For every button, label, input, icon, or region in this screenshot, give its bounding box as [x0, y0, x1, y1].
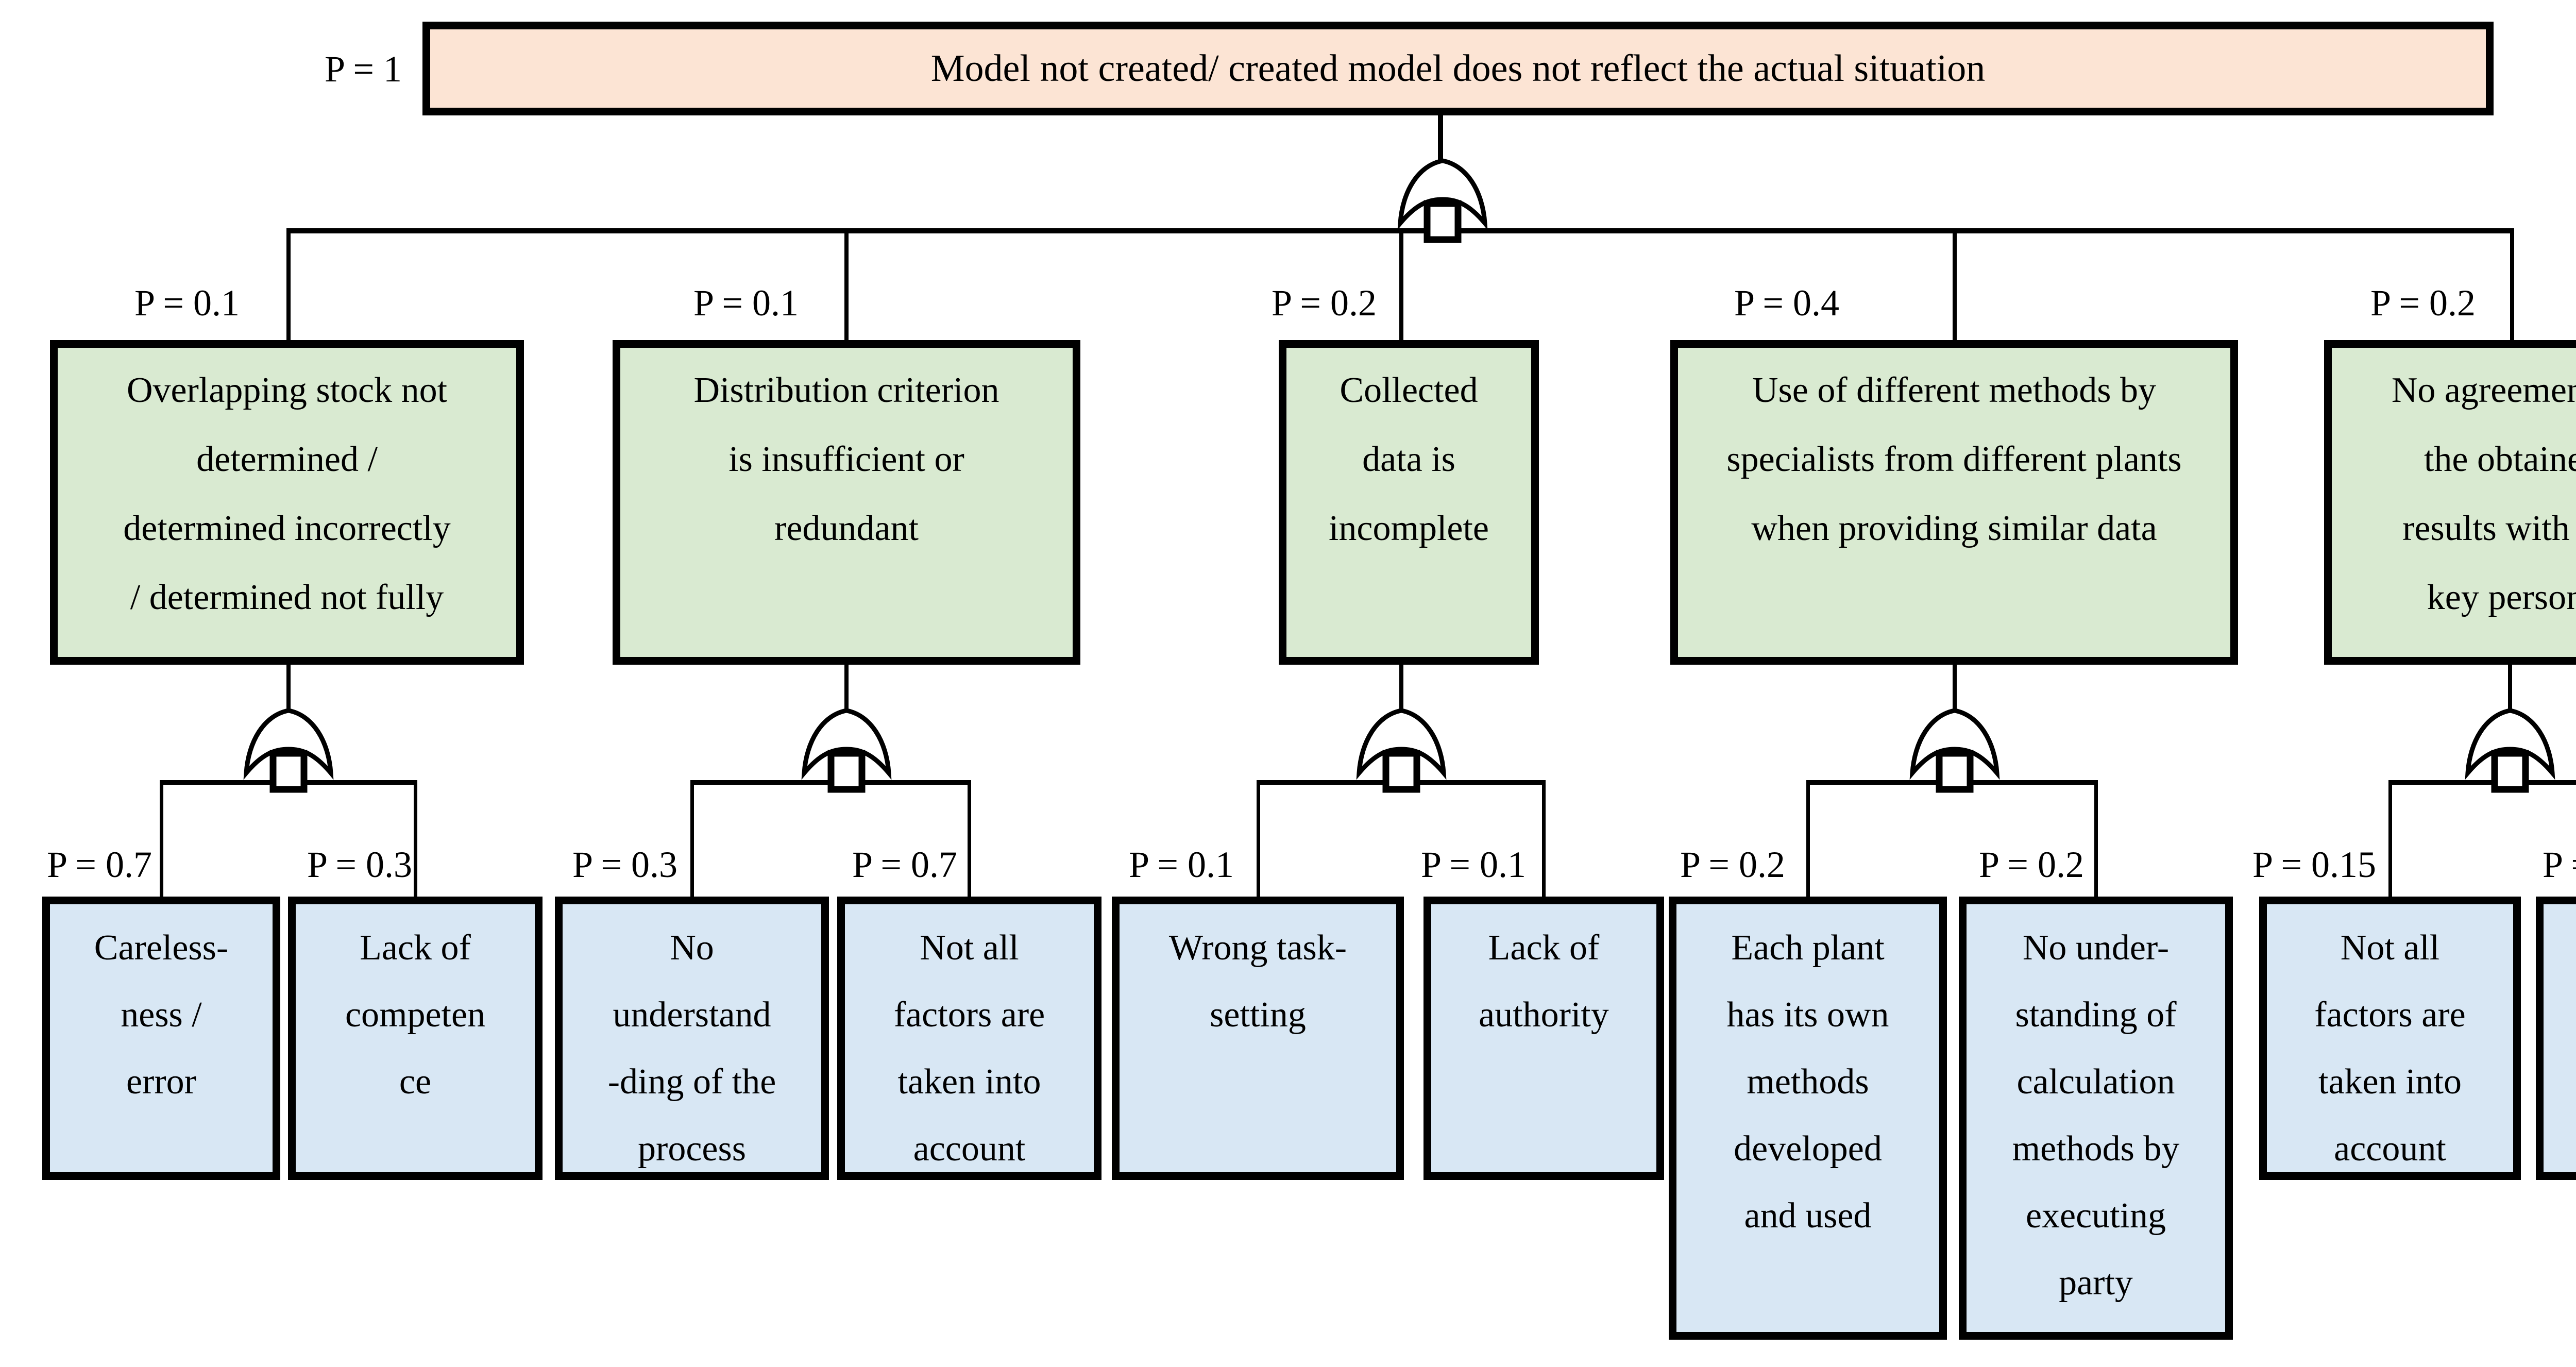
basic-event-box: Wrong task- setting — [1112, 897, 1404, 1180]
basic-event-box: Conflicts / personal motives — [2536, 897, 2576, 1180]
intermediate-event-box: Collected data is incomplete — [1279, 340, 1539, 665]
basic-event-probability: P = 0.7 — [852, 844, 957, 885]
branch-probability: P = 0.2 — [1272, 282, 1377, 324]
branch-probability: P = 0.4 — [1734, 282, 1839, 324]
connector-line — [2510, 230, 2514, 341]
intermediate-event-box: Overlapping stock not determined / deter… — [50, 340, 524, 665]
or-gate-icon — [1909, 708, 2000, 793]
basic-event-box: Each plant has its own methods developed… — [1669, 897, 1947, 1340]
connector-line — [160, 782, 163, 898]
or-gate-icon — [243, 708, 334, 793]
basic-event-box: Not all factors are taken into account — [837, 897, 1101, 1180]
connector-line — [844, 663, 849, 710]
branch-probability: P = 0.1 — [134, 282, 240, 324]
connector-line — [2094, 782, 2098, 898]
basic-event-probability: P = 0.15 — [2252, 844, 2376, 885]
basic-event-box: Lack of competen ce — [288, 897, 543, 1180]
basic-event-probability: P = 0.7 — [47, 844, 152, 885]
basic-event-probability: P = 0.3 — [572, 844, 677, 885]
connector-line — [1953, 663, 1957, 710]
or-gate-icon — [2465, 708, 2555, 793]
basic-event-box: Lack of authority — [1423, 897, 1664, 1180]
branch-probability: P = 0.2 — [2370, 282, 2476, 324]
basic-event-probability: P = 0.2 — [1979, 844, 2084, 885]
connector-line — [1542, 782, 1546, 898]
connector-line — [1806, 782, 1810, 898]
connector-line — [2388, 782, 2392, 898]
connector-line — [1399, 663, 1403, 710]
top-event-probability: P = 1 — [325, 48, 402, 90]
top-event-box: Model not created/ created model does no… — [422, 22, 2494, 115]
or-gate-icon — [1356, 708, 1447, 793]
connector-line — [1257, 782, 1260, 898]
basic-event-probability: P = 0.1 — [1129, 844, 1234, 885]
connector-line — [844, 230, 849, 341]
basic-event-box: Not all factors are taken into account — [2259, 897, 2521, 1180]
or-gate-icon — [1397, 158, 1488, 243]
connector-line — [414, 782, 417, 898]
basic-event-probability: P = 0.2 — [1680, 844, 1785, 885]
basic-event-box: Careless- ness / error — [42, 897, 280, 1180]
branch-probability: P = 0.1 — [693, 282, 799, 324]
connector-line — [286, 230, 291, 341]
basic-event-box: No under- standing of calculation method… — [1959, 897, 2233, 1340]
intermediate-event-box: Use of different methods by specialists … — [1670, 340, 2238, 665]
basic-event-box: No understand -ding of the process — [555, 897, 829, 1180]
connector-line — [968, 782, 971, 898]
basic-event-probability: P = 0.05 — [2543, 844, 2576, 885]
connector-line — [690, 782, 694, 898]
basic-event-probability: P = 0.3 — [307, 844, 412, 885]
connector-line — [286, 663, 291, 710]
basic-event-probability: P = 0.1 — [1421, 844, 1526, 885]
connector-line — [2508, 663, 2512, 710]
connector-line — [1438, 114, 1443, 162]
or-gate-icon — [801, 708, 892, 793]
connector-line — [1953, 230, 1957, 341]
intermediate-event-box: Distribution criterion is insufficient o… — [613, 340, 1080, 665]
connector-line — [1399, 230, 1403, 341]
branch-rail-line — [2388, 780, 2576, 785]
